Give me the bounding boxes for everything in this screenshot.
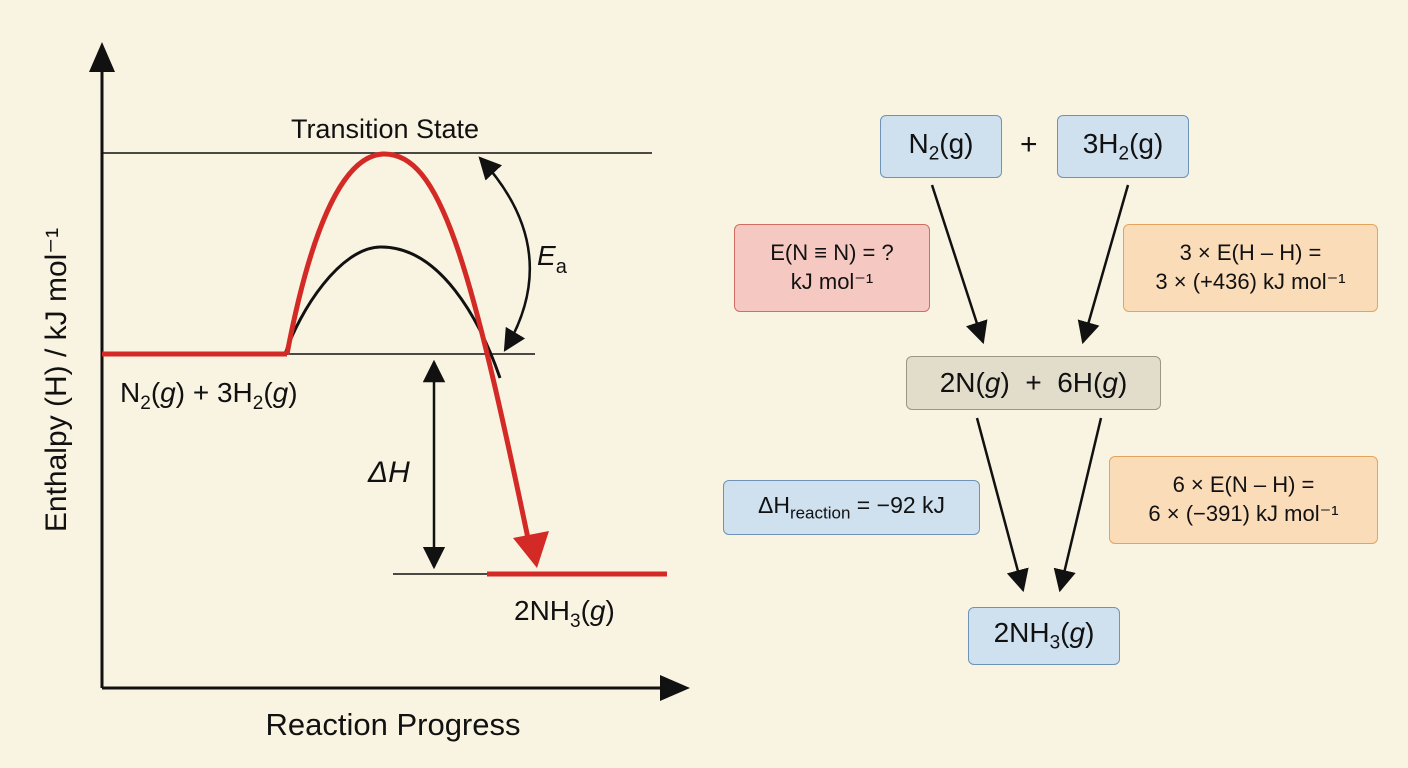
reactants-label: N2(g) + 3H2(g) (120, 377, 298, 414)
plus-sign: + (1020, 128, 1038, 161)
bond-energy-hh-box: 3 × E(H – H) = 3 × (+436) kJ mol⁻¹ (1123, 224, 1378, 312)
reactant-n2-formula: N2(g) (908, 127, 974, 165)
arrow-atoms-to-product-right (1053, 417, 1103, 593)
arrow-n2-to-atoms (930, 184, 988, 345)
arrow-atoms-to-product-left (975, 417, 1029, 593)
bond-energy-nn-line1: E(N ≡ N) = ? (770, 240, 894, 266)
catalyzed-path (283, 245, 502, 379)
x-axis-arrowhead (660, 675, 690, 701)
bond-energy-hh-line2: 3 × (+436) kJ mol⁻¹ (1155, 269, 1346, 294)
x-axis-label: Reaction Progress (265, 707, 520, 742)
bond-energy-nh-line2: 6 × (−391) kJ mol⁻¹ (1148, 501, 1339, 526)
ea-label: Ea (537, 240, 568, 278)
bond-energy-nh-line1: 6 × E(N – H) = (1172, 472, 1315, 498)
arrow-h2-to-atoms (1077, 184, 1130, 345)
transition-state-label: Transition State (291, 114, 479, 144)
bond-energy-nn-line2: kJ mol⁻¹ (790, 269, 874, 294)
activation-energy-arrow (478, 156, 531, 352)
delta-h-reaction-box: ΔHreaction = −92 kJ (723, 480, 980, 535)
uncatalyzed-path-arrowhead (513, 531, 549, 568)
gaseous-atoms-box: 2N(g) + 6H(g) (906, 356, 1161, 410)
bond-energy-hh-line1: 3 × E(H – H) = (1179, 240, 1322, 266)
bond-energy-nn-box: E(N ≡ N) = ? kJ mol⁻¹ (734, 224, 930, 312)
y-axis-label: Enthalpy (H) / kJ mol⁻¹ (40, 228, 73, 532)
gaseous-atoms-formula: 2N(g) + 6H(g) (939, 366, 1128, 398)
reactant-h2-box: 3H2(g) (1057, 115, 1189, 178)
products-label: 2NH3(g) (514, 595, 615, 632)
delta-h-label: ΔH (367, 456, 410, 489)
bond-energy-nh-box: 6 × E(N – H) = 6 × (−391) kJ mol⁻¹ (1109, 456, 1378, 544)
reactant-n2-box: N2(g) (880, 115, 1002, 178)
reactant-h2-formula: 3H2(g) (1082, 127, 1164, 165)
y-axis-arrowhead (89, 42, 115, 72)
product-nh3-box: 2NH3(g) (968, 607, 1120, 665)
delta-h-reaction-text: ΔHreaction = −92 kJ (757, 491, 946, 523)
product-nh3-formula: 2NH3(g) (993, 617, 1095, 654)
